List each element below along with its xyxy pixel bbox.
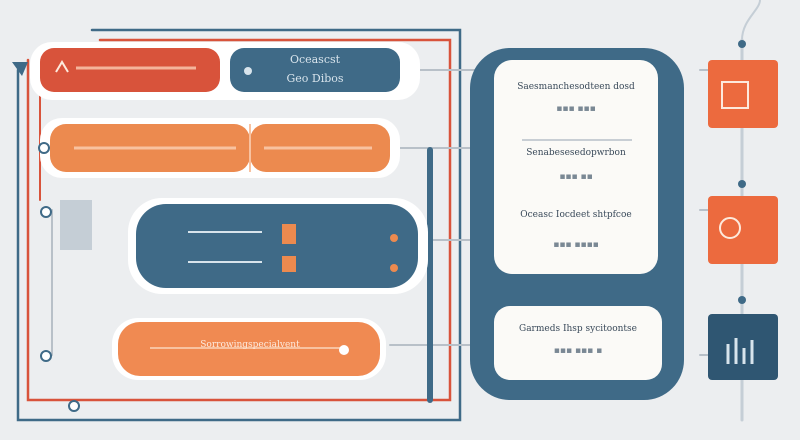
rail-node-3 <box>738 296 746 304</box>
tank-light-1 <box>390 234 398 242</box>
navy-pill-label-2: Geo Dibos <box>286 72 344 85</box>
card4-value: ▪▪▪ ▪▪▪ ▪ <box>553 346 603 356</box>
card-upper[interactable] <box>494 60 658 274</box>
side-tile-3[interactable] <box>708 314 778 380</box>
tank-marker-2 <box>282 256 296 272</box>
card2-title: Senabesesedopwrbon <box>526 148 626 158</box>
outer-navy-loop <box>16 28 462 422</box>
arrow-up-icon <box>55 60 69 73</box>
card3-value: ▪▪▪ ▪▪▪▪ <box>553 240 599 250</box>
navy-pill-label-1: Oceascst <box>289 53 341 66</box>
joint-3 <box>40 350 52 362</box>
orange-tank-light <box>339 345 349 355</box>
pipe-row-3 <box>40 198 428 294</box>
rail-node-1 <box>738 40 746 48</box>
card1-value: ▪▪▪ ▪▪▪ <box>556 104 596 114</box>
card2-value: ▪▪▪ ▪▪ <box>559 172 593 182</box>
card4-title: Garmeds Ihsp sycitoontse <box>519 324 637 334</box>
outer-red-loop <box>26 38 452 402</box>
joint-1 <box>38 142 50 154</box>
valve-icon <box>12 62 28 76</box>
side-tile-1[interactable] <box>708 60 778 128</box>
navy-pill-dot <box>244 67 252 75</box>
card-lower[interactable] <box>494 306 662 380</box>
joint-4 <box>68 400 80 412</box>
chart-icon <box>726 338 754 364</box>
card1-title: Saesmanchesodteen dosd <box>517 82 635 92</box>
central-panel <box>470 48 684 400</box>
tank-light-2 <box>390 264 398 272</box>
card3-title: Oceasc Iocdeet shtpfcoe <box>520 210 632 220</box>
side-tile-2[interactable] <box>708 196 778 264</box>
right-rail-top <box>741 0 761 41</box>
red-pill[interactable] <box>40 48 220 92</box>
navy-tank[interactable] <box>136 204 418 288</box>
settings-icon <box>719 217 741 240</box>
orange-tank-label: Sorrowingspecialvent <box>200 340 300 350</box>
navy-pill[interactable] <box>230 48 400 92</box>
side-tiles <box>708 40 778 380</box>
side-gauge <box>60 200 92 250</box>
pipe-row-1 <box>12 42 420 100</box>
pipe-row-4 <box>40 318 386 412</box>
joint-2 <box>40 206 52 218</box>
pipe-row-2 <box>38 118 400 178</box>
tank-marker-1 <box>282 224 296 244</box>
document-icon <box>721 81 749 109</box>
rail-node-2 <box>738 180 746 188</box>
